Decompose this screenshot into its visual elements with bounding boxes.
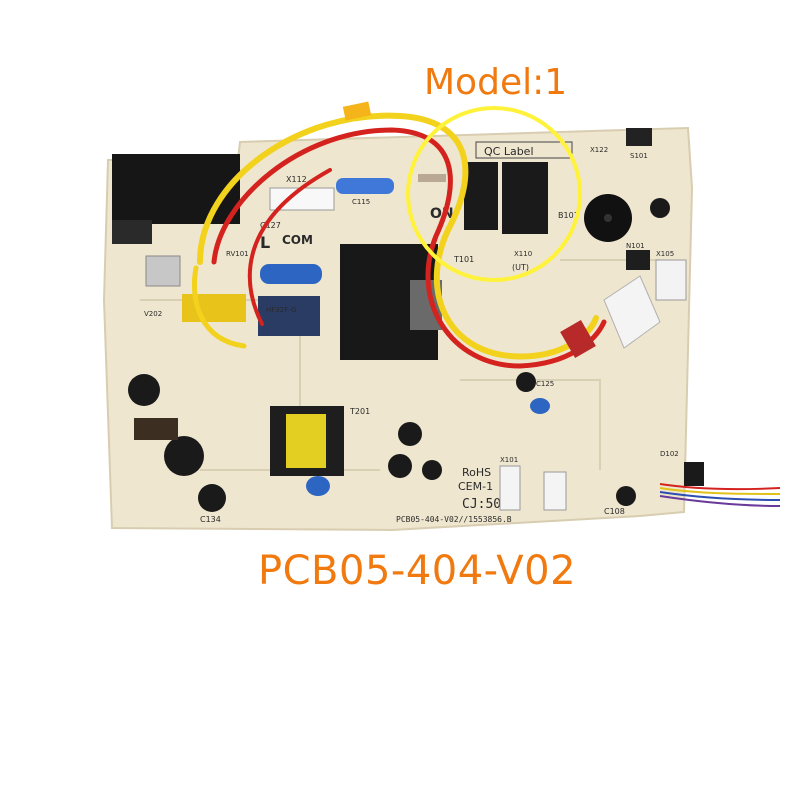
connector-x105: [655, 259, 687, 301]
capacitor-large-2: [164, 436, 204, 476]
capacitor-blue-small: [306, 476, 330, 496]
emi-filter-coil: [112, 220, 152, 244]
silk-relay-hf32f: HF32F-G: [266, 306, 296, 314]
silk-n: N: [140, 232, 152, 248]
relay-small-left: [464, 162, 498, 230]
silk-v202: V202: [144, 310, 162, 318]
capacitor-yellow: [182, 294, 246, 322]
inductor: [134, 418, 178, 440]
relay-hf32f: [258, 296, 320, 336]
resistor-r120: [418, 174, 446, 182]
capacitor-c151: [650, 198, 670, 218]
qc-label-box: [475, 141, 573, 159]
transformer-core: [286, 414, 326, 468]
silk-x122: X122: [590, 146, 608, 154]
sensor-block: [684, 462, 704, 486]
silk-ut: (UT): [512, 263, 529, 272]
silk-c127: C127: [260, 221, 281, 230]
wire-sleeve-top: [342, 101, 372, 121]
wires-yellow-red: [191, 112, 607, 369]
highlight-circle: [406, 106, 582, 282]
wire-connector-red: [560, 320, 596, 358]
capacitor-blue-mid: [530, 398, 550, 414]
silk-x112: X112: [286, 175, 307, 184]
silk-c125: C125: [536, 380, 554, 388]
silk-c115: C115: [352, 198, 370, 206]
silk-cem: CEM-1: [458, 480, 493, 493]
silk-b101: B101: [558, 211, 579, 220]
silk-rv101: RV101: [226, 250, 249, 258]
capacitor-c108: [616, 486, 636, 506]
model-label: Model:1: [424, 62, 568, 103]
capacitor-center-1: [398, 422, 422, 446]
part-number-label: PCB05-404-V02: [258, 548, 577, 594]
silk-l: L: [260, 233, 270, 252]
capacitor-large-1: [128, 374, 160, 406]
silk-x101: X101: [500, 456, 518, 464]
silk-c108: C108: [604, 507, 625, 516]
capacitor-c125: [516, 372, 536, 392]
white-plug: [603, 275, 661, 349]
silk-c134: C134: [200, 515, 221, 524]
relay-small-right: [502, 162, 548, 234]
silk-d102: D102: [660, 450, 679, 458]
ic-n101: [626, 250, 650, 270]
silk-com: COM: [282, 233, 313, 247]
silk-board-code: PCB05-404-V02//1553856.B: [396, 515, 512, 524]
silk-s101: S101: [630, 152, 648, 160]
emi-filter-block: [112, 154, 240, 224]
capacitor-c115: [336, 178, 394, 194]
terminal-tab: [145, 255, 181, 287]
connector-bottom: [543, 471, 567, 511]
capacitor-c134: [198, 484, 226, 512]
silk-cj: CJ:503: [462, 497, 509, 512]
buzzer-hole: [604, 214, 612, 222]
silk-qc-label: QC Label: [484, 145, 534, 158]
silk-x105: X105: [656, 250, 674, 258]
silk-x110: X110: [514, 250, 532, 258]
wire-bundle-right: [659, 483, 781, 507]
switch-s101: [626, 128, 652, 146]
silk-t101: T101: [453, 255, 474, 264]
varistor-blue: [260, 264, 322, 284]
capacitor-center-3: [422, 460, 442, 480]
connector-x101: [499, 465, 521, 511]
silk-t201: T201: [349, 407, 370, 416]
silk-n101: N101: [626, 242, 645, 250]
capacitor-center-2: [388, 454, 412, 478]
silk-rohs: RoHS: [462, 466, 491, 479]
